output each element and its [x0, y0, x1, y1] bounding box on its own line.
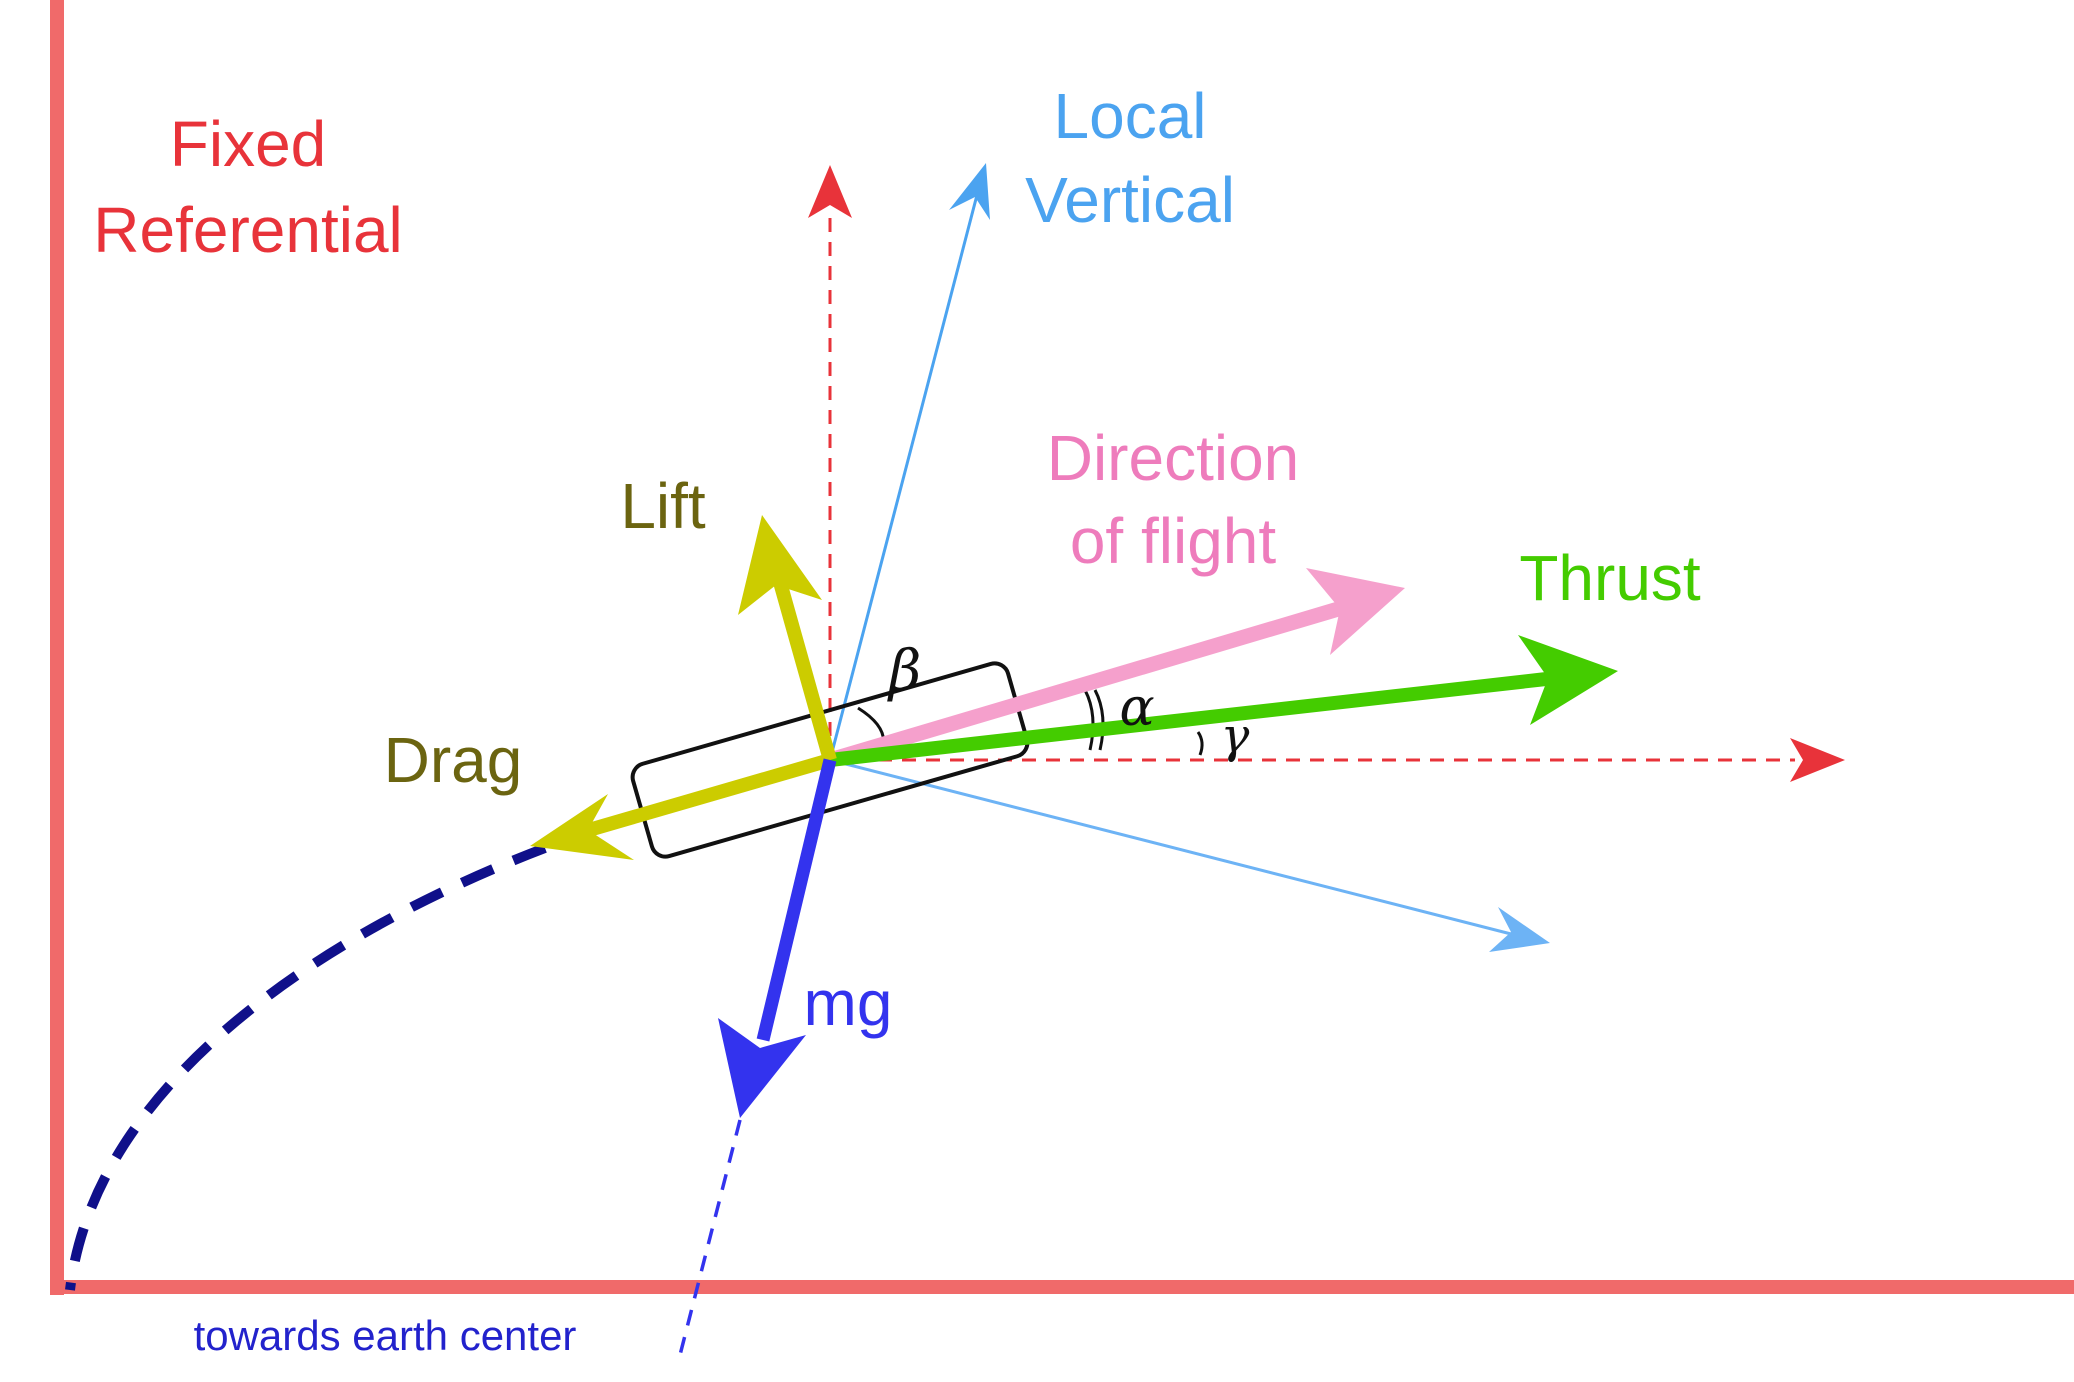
- local-horizontal-arrowhead: [1489, 907, 1550, 952]
- fixed-horizontal-arrowhead: [1790, 738, 1845, 782]
- local-vertical-label-line2: Vertical: [1025, 164, 1235, 236]
- local-vertical-label-line1: Local: [1054, 80, 1207, 152]
- beta-label: β: [887, 639, 921, 704]
- thrust-label: Thrust: [1519, 542, 1701, 614]
- earth-center-label: towards earth center: [194, 1312, 577, 1359]
- direction-of-flight-label-line2: of flight: [1070, 505, 1277, 577]
- weight-arrowhead: [718, 1018, 806, 1118]
- fixed-vertical-arrowhead: [808, 165, 852, 218]
- alpha-angle-arc-1: [1083, 689, 1095, 751]
- fixed-referential-label-line1: Fixed: [170, 108, 327, 180]
- drag-arrow: [580, 753, 832, 839]
- fixed-referential-label-line2: Referential: [93, 194, 403, 266]
- thrust-arrowhead: [1518, 635, 1618, 725]
- drag-arrowhead: [530, 794, 634, 860]
- thrust-arrow: [829, 671, 1556, 767]
- earth-center-dashed-line: [678, 1119, 742, 1356]
- direction-of-flight-label-line1: Direction: [1047, 422, 1300, 494]
- lift-label: Lift: [620, 470, 706, 542]
- lift-arrow: [771, 573, 837, 762]
- local-vertical-arrowhead: [949, 163, 990, 220]
- gamma-label: γ: [1221, 708, 1250, 764]
- drag-label: Drag: [384, 724, 523, 796]
- mg-label: mg: [804, 967, 893, 1039]
- gamma-angle-arc: [1196, 731, 1204, 756]
- alpha-angle-arc-2: [1093, 689, 1105, 751]
- local-vertical-axis: [828, 194, 979, 761]
- direction-of-flight-arrowhead: [1306, 568, 1405, 655]
- direction-of-flight-arrow: [827, 599, 1348, 768]
- lift-arrowhead: [738, 515, 822, 615]
- alpha-label: α: [1119, 678, 1154, 738]
- weight-arrow: [756, 758, 837, 1042]
- local-horizontal-axis: [829, 758, 1516, 937]
- trajectory-dashed-curve: [65, 843, 547, 1291]
